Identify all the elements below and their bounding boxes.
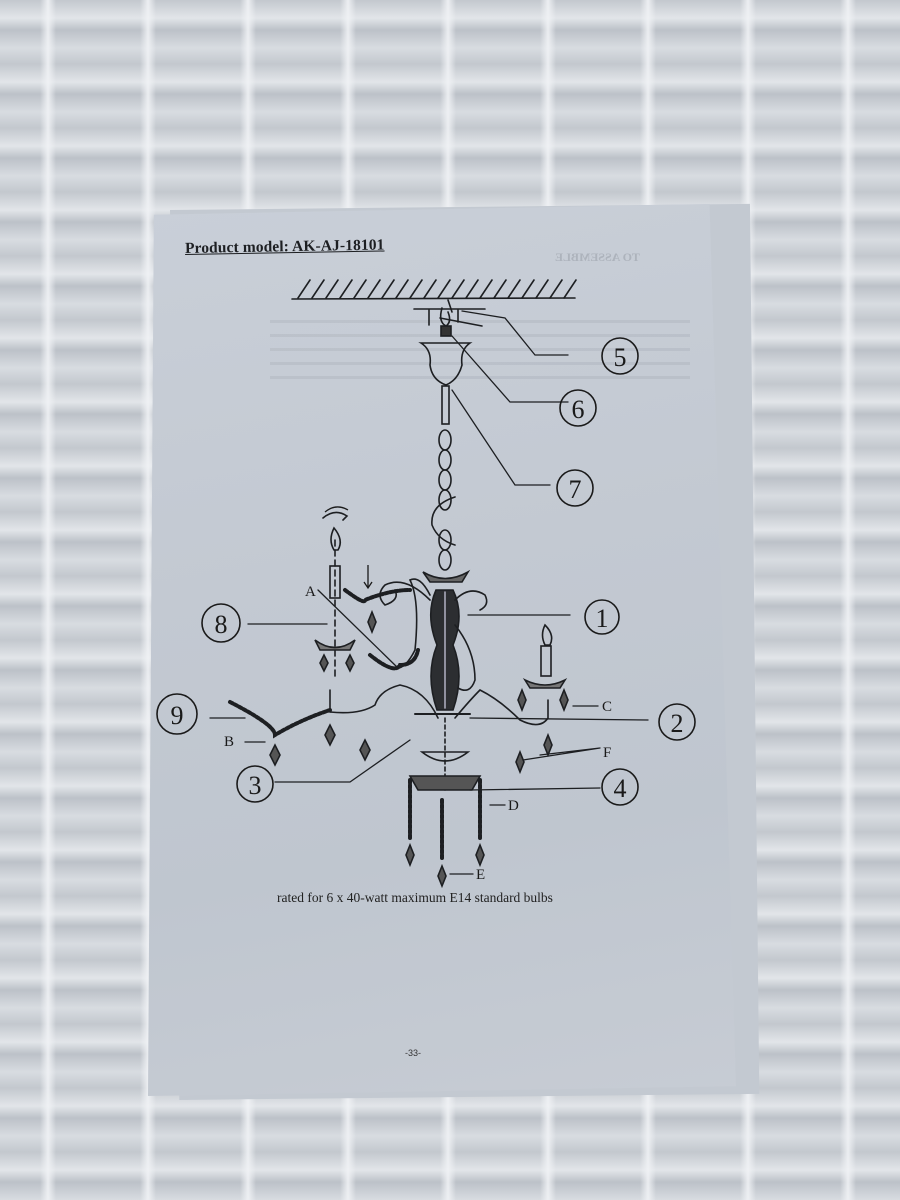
page-number: -33- xyxy=(405,1048,422,1058)
callout-8: 8 xyxy=(201,603,241,643)
bleed-through-text xyxy=(270,315,690,390)
svg-text:1: 1 xyxy=(596,604,609,633)
callout-4: 4 xyxy=(601,768,639,806)
label-c: C xyxy=(602,699,612,715)
bulb-rating-caption: rated for 6 x 40-watt maximum E14 standa… xyxy=(277,890,553,905)
ceiling-hatch xyxy=(291,279,577,300)
label-b: B xyxy=(224,734,234,750)
callout-5: 5 xyxy=(601,337,639,375)
down-arrow-icon xyxy=(363,565,373,590)
crystal-swag-icon xyxy=(228,588,482,862)
callout-3: 3 xyxy=(236,765,274,803)
label-f: F xyxy=(603,745,611,761)
svg-text:7: 7 xyxy=(569,475,582,504)
svg-text:5: 5 xyxy=(614,343,627,372)
downrod-icon xyxy=(441,385,450,425)
svg-text:3: 3 xyxy=(249,771,262,800)
svg-text:6: 6 xyxy=(572,395,585,424)
chain-icon xyxy=(431,429,456,571)
svg-text:4: 4 xyxy=(614,774,627,803)
candle-right-icon xyxy=(522,623,568,689)
mounting-bracket-icon xyxy=(413,299,486,337)
callout-1: 1 xyxy=(584,599,620,635)
label-d: D xyxy=(508,798,519,814)
svg-text:9: 9 xyxy=(171,701,184,730)
canopy-icon xyxy=(418,342,473,386)
crystal-pendant-icon xyxy=(269,609,569,889)
label-e: E xyxy=(476,867,485,883)
candle-left-icon xyxy=(314,511,356,681)
center-column-icon xyxy=(429,589,460,711)
callout-7: 7 xyxy=(556,469,594,507)
rotate-arrow-icon xyxy=(324,506,349,513)
leader-lines xyxy=(209,310,649,875)
svg-text:8: 8 xyxy=(215,610,228,639)
callout-2: 2 xyxy=(658,703,696,741)
svg-text:2: 2 xyxy=(671,709,684,738)
label-a: A xyxy=(305,584,316,600)
callout-6: 6 xyxy=(559,389,597,427)
callout-9: 9 xyxy=(156,693,198,735)
